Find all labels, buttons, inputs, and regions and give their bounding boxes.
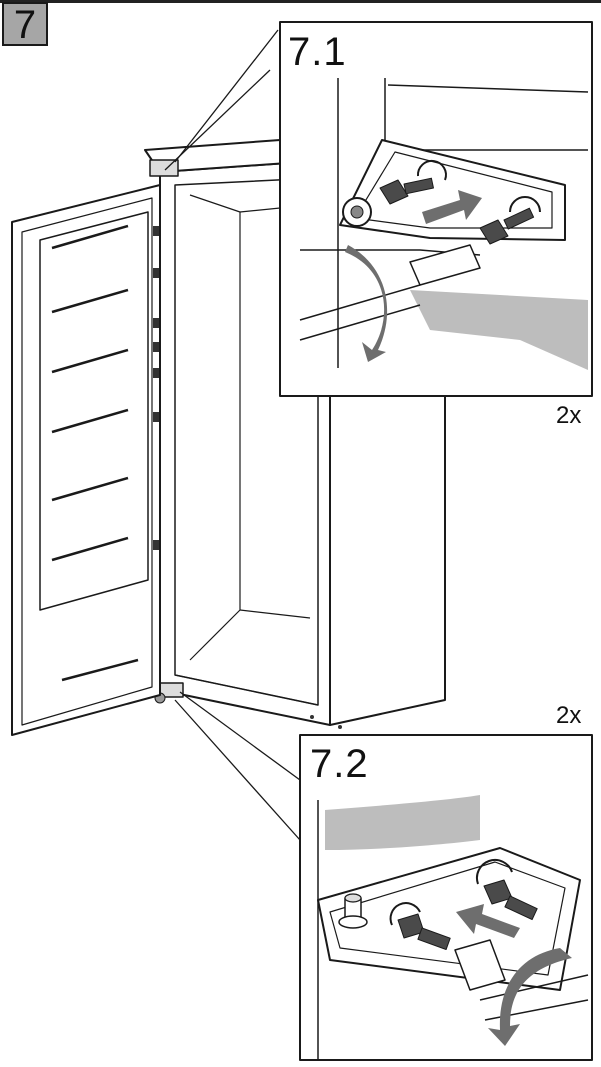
screw-icon — [479, 207, 535, 245]
push-arrow-icon — [456, 904, 520, 938]
detail-label-7-1: 7.1 — [288, 30, 347, 74]
rotate-arrow-icon — [475, 859, 513, 885]
detail-7-1 — [279, 21, 593, 397]
quantity-label-7-1: 2x — [556, 402, 582, 429]
screw-icon — [379, 177, 434, 205]
callout-leaders — [164, 29, 301, 841]
swing-arrow-icon — [488, 948, 572, 1046]
quantity-label-7-2: 2x — [556, 702, 582, 729]
detail-label-7-2: 7.2 — [310, 742, 369, 786]
screw-icon — [483, 879, 538, 921]
screw-icon — [397, 913, 451, 951]
fridge-door — [11, 184, 161, 736]
top-rule — [0, 0, 601, 3]
rotate-arrow-icon — [416, 159, 447, 181]
rotate-arrow-icon — [509, 196, 541, 213]
detail-7-2 — [299, 734, 593, 1061]
rotate-arrow-icon — [389, 902, 421, 926]
swing-arrow-icon — [345, 245, 388, 362]
push-arrow-icon — [422, 190, 482, 224]
step-number-badge: 7 — [2, 2, 48, 46]
